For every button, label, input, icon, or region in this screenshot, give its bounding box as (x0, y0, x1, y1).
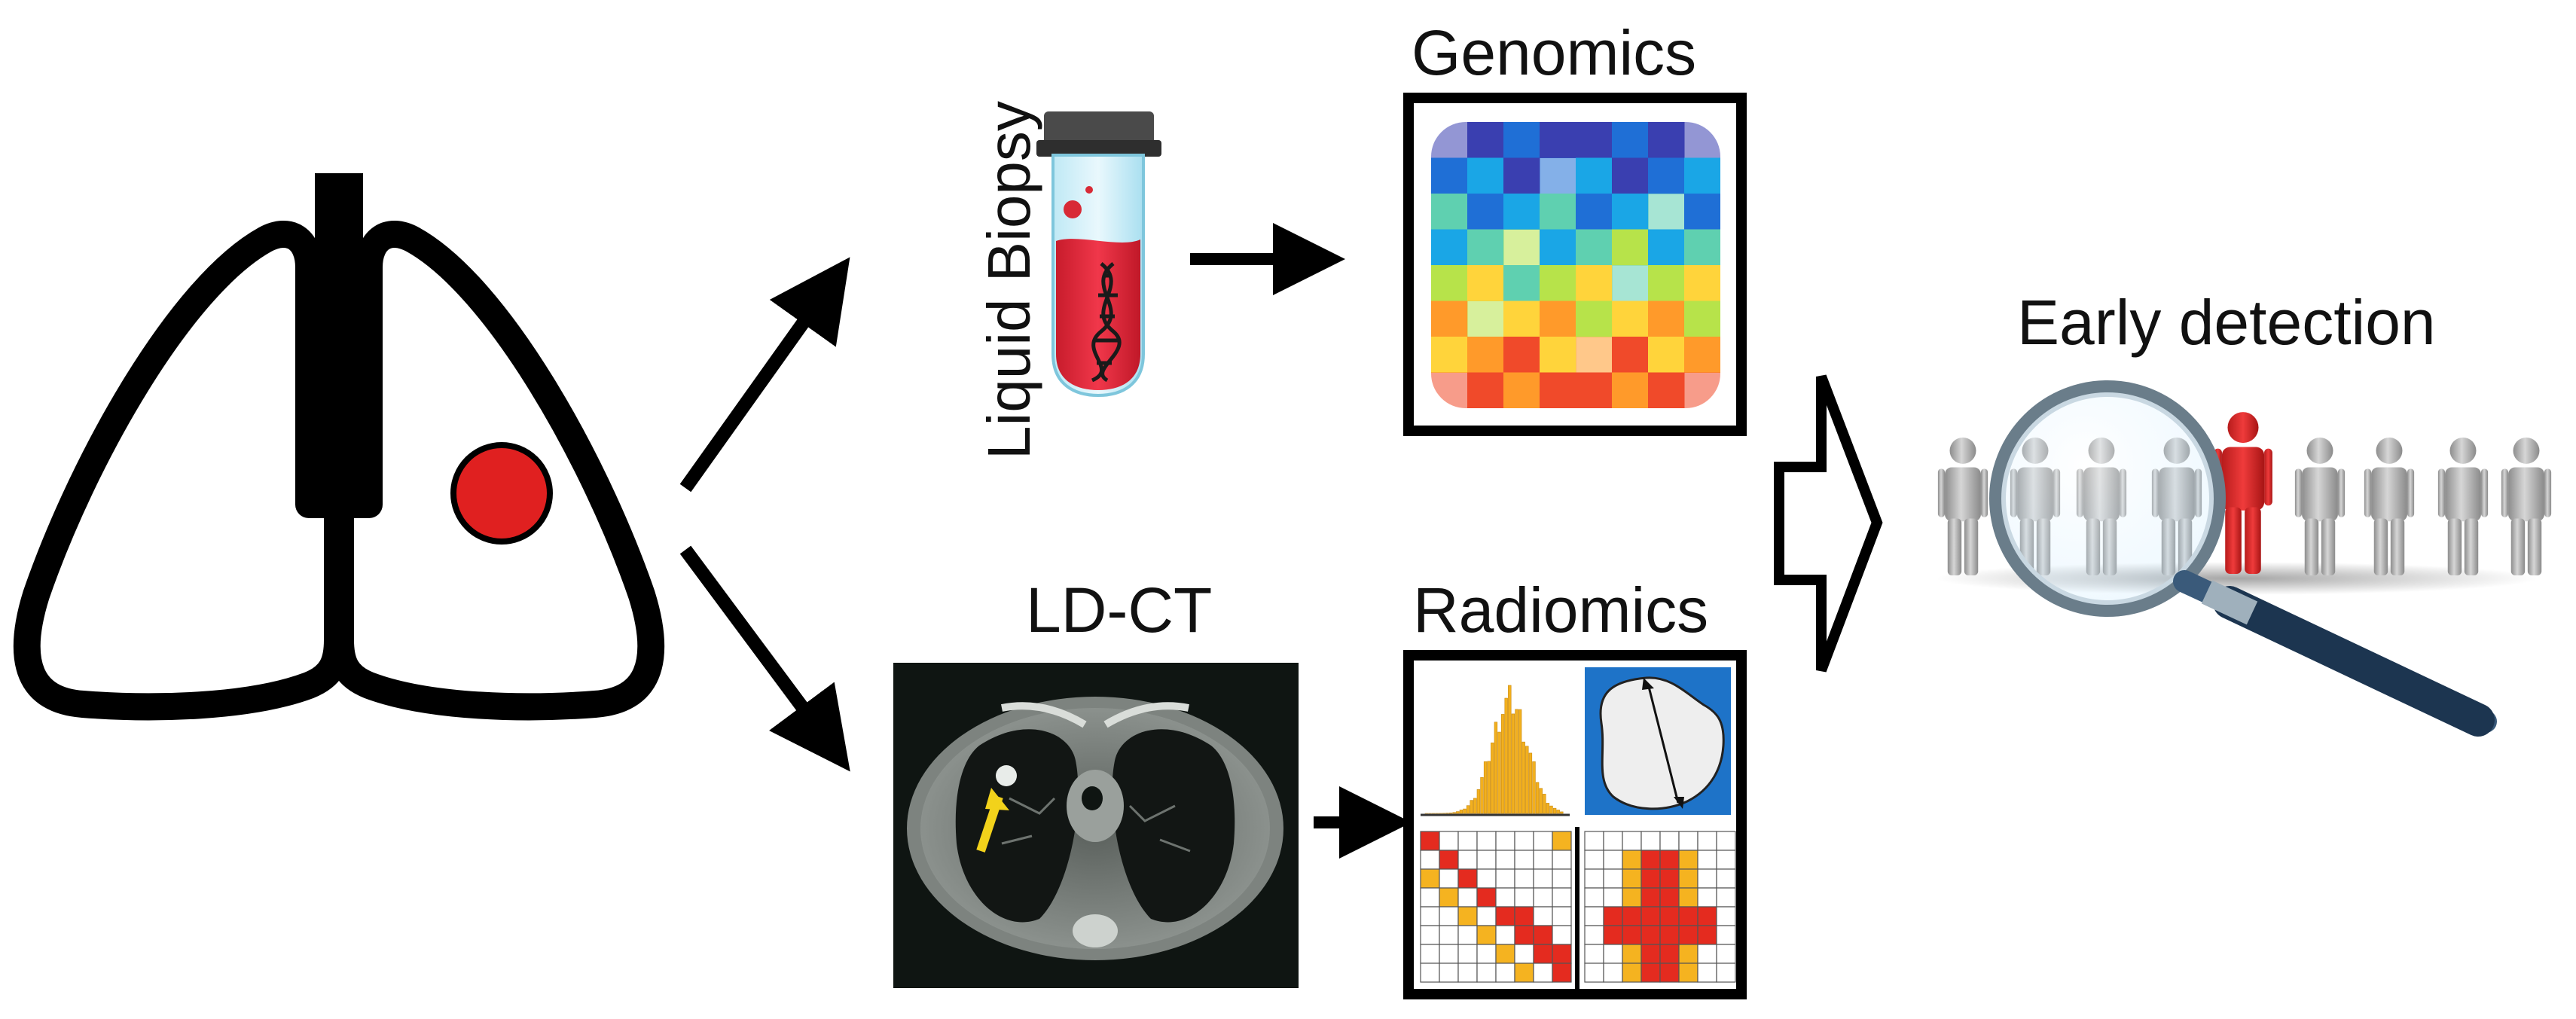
radiomics-panel (1409, 655, 1741, 994)
person-figure (2501, 438, 2551, 575)
genomics-label: Genomics (1412, 21, 1696, 84)
person-figure (2364, 438, 2414, 575)
arrow-to-ldct (685, 550, 842, 761)
person-figure (2438, 438, 2488, 575)
person-figure (1938, 438, 1988, 575)
lungs-icon (27, 173, 651, 706)
radiomics-label: Radiomics (1413, 578, 1708, 642)
pixel-grid-icon (1585, 831, 1735, 982)
test-tube-icon (1036, 111, 1161, 395)
arrow-to-liquid-biopsy (685, 268, 842, 488)
ct-scan-image (893, 663, 1299, 988)
person-figure (2295, 438, 2345, 575)
pixel-grid-icon (1421, 831, 1571, 982)
block-arrow-icon (1779, 377, 1877, 670)
ldct-label: LD-CT (1026, 578, 1212, 642)
shape-icon (1585, 667, 1731, 815)
early-detection-label: Early detection (2017, 291, 2436, 354)
heatmap-icon (1409, 98, 1741, 431)
liquid-biopsy-label: Liquid Biopsy (979, 101, 1039, 459)
